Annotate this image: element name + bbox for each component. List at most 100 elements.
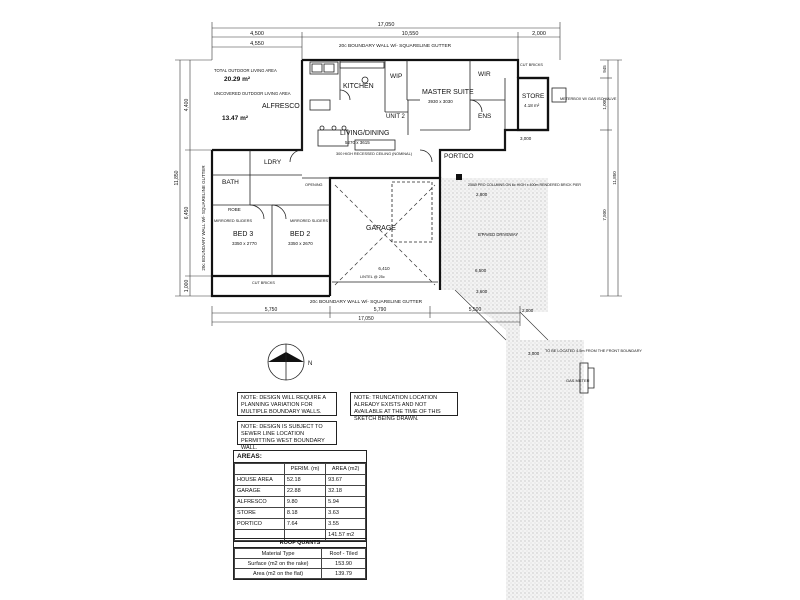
label-wir: WIR — [478, 71, 491, 78]
label-bed2-size: 3350 x 2670 — [288, 241, 313, 246]
table-row: STORE 8.18 3.63 — [234, 507, 366, 519]
pier-marker — [456, 174, 462, 180]
dim-bottom-total: 17,050 — [358, 316, 374, 322]
table-row: Surface (m2 on the rake) 153.90 — [233, 558, 366, 569]
label-master-size: 3930 x 3030 — [428, 99, 453, 104]
dim-right-c: 7,500 — [602, 209, 607, 221]
label-lintel: LINTEL @ 25c — [360, 275, 385, 279]
store-block — [516, 76, 595, 394]
label-opening: OPENING — [305, 183, 323, 187]
area-value: 32.18 — [325, 485, 366, 497]
area-perim: 52.18 — [283, 474, 327, 486]
dim-drive-e: 2,000 — [522, 308, 534, 313]
label-driveway: B'PAVED DRIVEWAY — [478, 232, 518, 237]
area-perim: 7.64 — [283, 518, 327, 530]
label-bath: BATH — [222, 179, 239, 186]
boundary-bottom-label: 20c BOUNDARY WALL W/- SQUARELINE GUTTER — [310, 299, 423, 305]
table-row: ALFRESCO 9.80 5.94 — [234, 496, 366, 508]
label-store-area: 4.18 m² — [524, 103, 540, 108]
label-bed3-size: 3350 x 2770 — [232, 241, 257, 246]
label-store: STORE — [522, 93, 545, 100]
garage-dimensions: 6,410 3,000 6,500 2,800 3,600 2,000 3,00… — [378, 136, 539, 356]
areas-header-name — [234, 463, 285, 475]
label-living: LIVING/DINING — [340, 130, 389, 137]
areas-header-area: AREA (m2) — [325, 463, 366, 475]
area-perim: 8.18 — [283, 507, 327, 519]
roof-title: ROOF QUANTS — [234, 539, 366, 548]
north-arrow: N — [267, 343, 312, 381]
doors — [249, 89, 483, 220]
bottom-dimensions: 5,750 5,790 5,500 17,050 20c BOUNDARY WA… — [211, 299, 521, 326]
roof-label: Area (m2 on the flat) — [233, 568, 323, 579]
uncovered-value: 13.47 m² — [222, 115, 249, 122]
north-arrow-label: N — [308, 361, 312, 367]
garage-detail — [332, 174, 462, 286]
label-ens: ENS — [478, 113, 492, 120]
roof-value: 153.90 — [321, 558, 366, 569]
roof-grid: Material Type Roof - Tiled Surface (m2 o… — [233, 548, 366, 579]
driveway-strip — [506, 340, 584, 600]
dim-drive-f: 3,000 — [528, 351, 540, 356]
label-wip: WIP — [390, 73, 402, 80]
dim-right-total: 11,850 — [612, 171, 617, 185]
label-garage: GARAGE — [366, 225, 396, 232]
dim-top-mid: 10,550 — [402, 31, 419, 37]
note-truncation: NOTE: TRUNCATION LOCATION ALREADY EXISTS… — [350, 392, 458, 422]
dim-top-sub: 4,550 — [250, 41, 264, 47]
table-row: PORTICO 7.64 3.55 — [234, 518, 366, 530]
roof-value: 139.79 — [321, 568, 366, 579]
left-dimensions: 4,400 6,450 1,000 11,850 20c BOUNDARY WA… — [174, 59, 212, 297]
boundary-top-label: 20c BOUNDARY WALL W/- SQUARELINE GUTTER — [339, 43, 452, 49]
area-name: HOUSE AREA — [234, 474, 285, 486]
dim-bottom-mid: 5,790 — [374, 307, 387, 313]
label-unit: UNIT 2 — [386, 114, 406, 120]
area-perim: 9.80 — [283, 496, 327, 508]
kitchen-fixtures — [309, 61, 385, 147]
label-robe: ROBE — [228, 207, 241, 212]
dim-top-total: 17,050 — [378, 22, 395, 28]
roof-label: Material Type — [233, 548, 323, 559]
label-meter: METERBOX W/ GAS ISO VALVE — [560, 97, 617, 101]
area-value: 5.94 — [325, 496, 366, 508]
areas-grid: PERIM. (m) AREA (m2) HOUSE AREA 52.18 93… — [234, 463, 366, 541]
interior-walls — [212, 60, 506, 276]
label-gas-meter: GAS METER — [566, 378, 590, 383]
dim-left-a: 4,400 — [184, 99, 190, 112]
area-name: GARAGE — [234, 485, 285, 497]
label-cut-bricks2: CUT BRICKS — [252, 281, 275, 285]
dim-top-left: 4,500 — [250, 31, 264, 37]
dim-bottom-left: 5,750 — [265, 307, 278, 313]
label-recess: 300 HIGH RECESSED CEILING (NOMINAL) — [336, 152, 413, 156]
top-dimensions: 17,050 4,500 10,550 2,000 4,550 20c BOUN… — [211, 22, 561, 60]
dim-top-right: 2,000 — [532, 31, 546, 37]
area-value: 3.63 — [325, 507, 366, 519]
dim-drive-a: 3,000 — [520, 136, 532, 141]
dim-left-c: 1,000 — [184, 280, 190, 293]
table-row: GARAGE 22.88 32.18 — [234, 485, 366, 497]
table-row: HOUSE AREA 52.18 93.67 — [234, 474, 366, 486]
area-value: 3.55 — [325, 518, 366, 530]
dim-garage-w: 6,410 — [378, 266, 390, 271]
right-dimensions: 945 1,000 7,500 11,850 — [600, 59, 622, 297]
dim-drive-d: 3,600 — [476, 289, 488, 294]
area-name: STORE — [234, 507, 285, 519]
label-lndry: LDRY — [264, 159, 282, 166]
area-name: ALFRESCO — [234, 496, 285, 508]
label-cut-bricks: CUT BRICKS — [520, 63, 543, 67]
boundary-left-label: 20c BOUNDARY WALL W/- SQUARELINE GUTTER — [201, 165, 206, 271]
label-mirrored1: MIRRORED SLIDERS — [214, 219, 252, 223]
outdoor-value: 20.29 m² — [224, 76, 251, 83]
area-perim: 22.88 — [283, 485, 327, 497]
label-bed3: BED 3 — [233, 231, 253, 238]
note-sewer-line: NOTE: DESIGN IS SUBJECT TO SEWER LINE LO… — [237, 421, 337, 451]
outdoor-title: TOTAL OUTDOOR LIVING AREA — [214, 68, 277, 73]
label-pier: 250Ø PRO COLUMNS ON 6c HIGH x 400m RENDE… — [468, 183, 581, 187]
label-living-size: 5270 x 3615 — [345, 140, 370, 145]
dim-drive-b: 6,500 — [475, 268, 487, 273]
note-planning-variation: NOTE: DESIGN WILL REQUIRE A PLANNING VAR… — [237, 392, 337, 416]
dim-left-b: 6,450 — [184, 207, 190, 220]
area-value: 93.67 — [325, 474, 366, 486]
area-name: PORTICO — [234, 518, 285, 530]
areas-title: AREAS: — [234, 451, 366, 463]
room-labels: TOTAL OUTDOOR LIVING AREA 20.29 m² UNCOV… — [214, 63, 642, 383]
